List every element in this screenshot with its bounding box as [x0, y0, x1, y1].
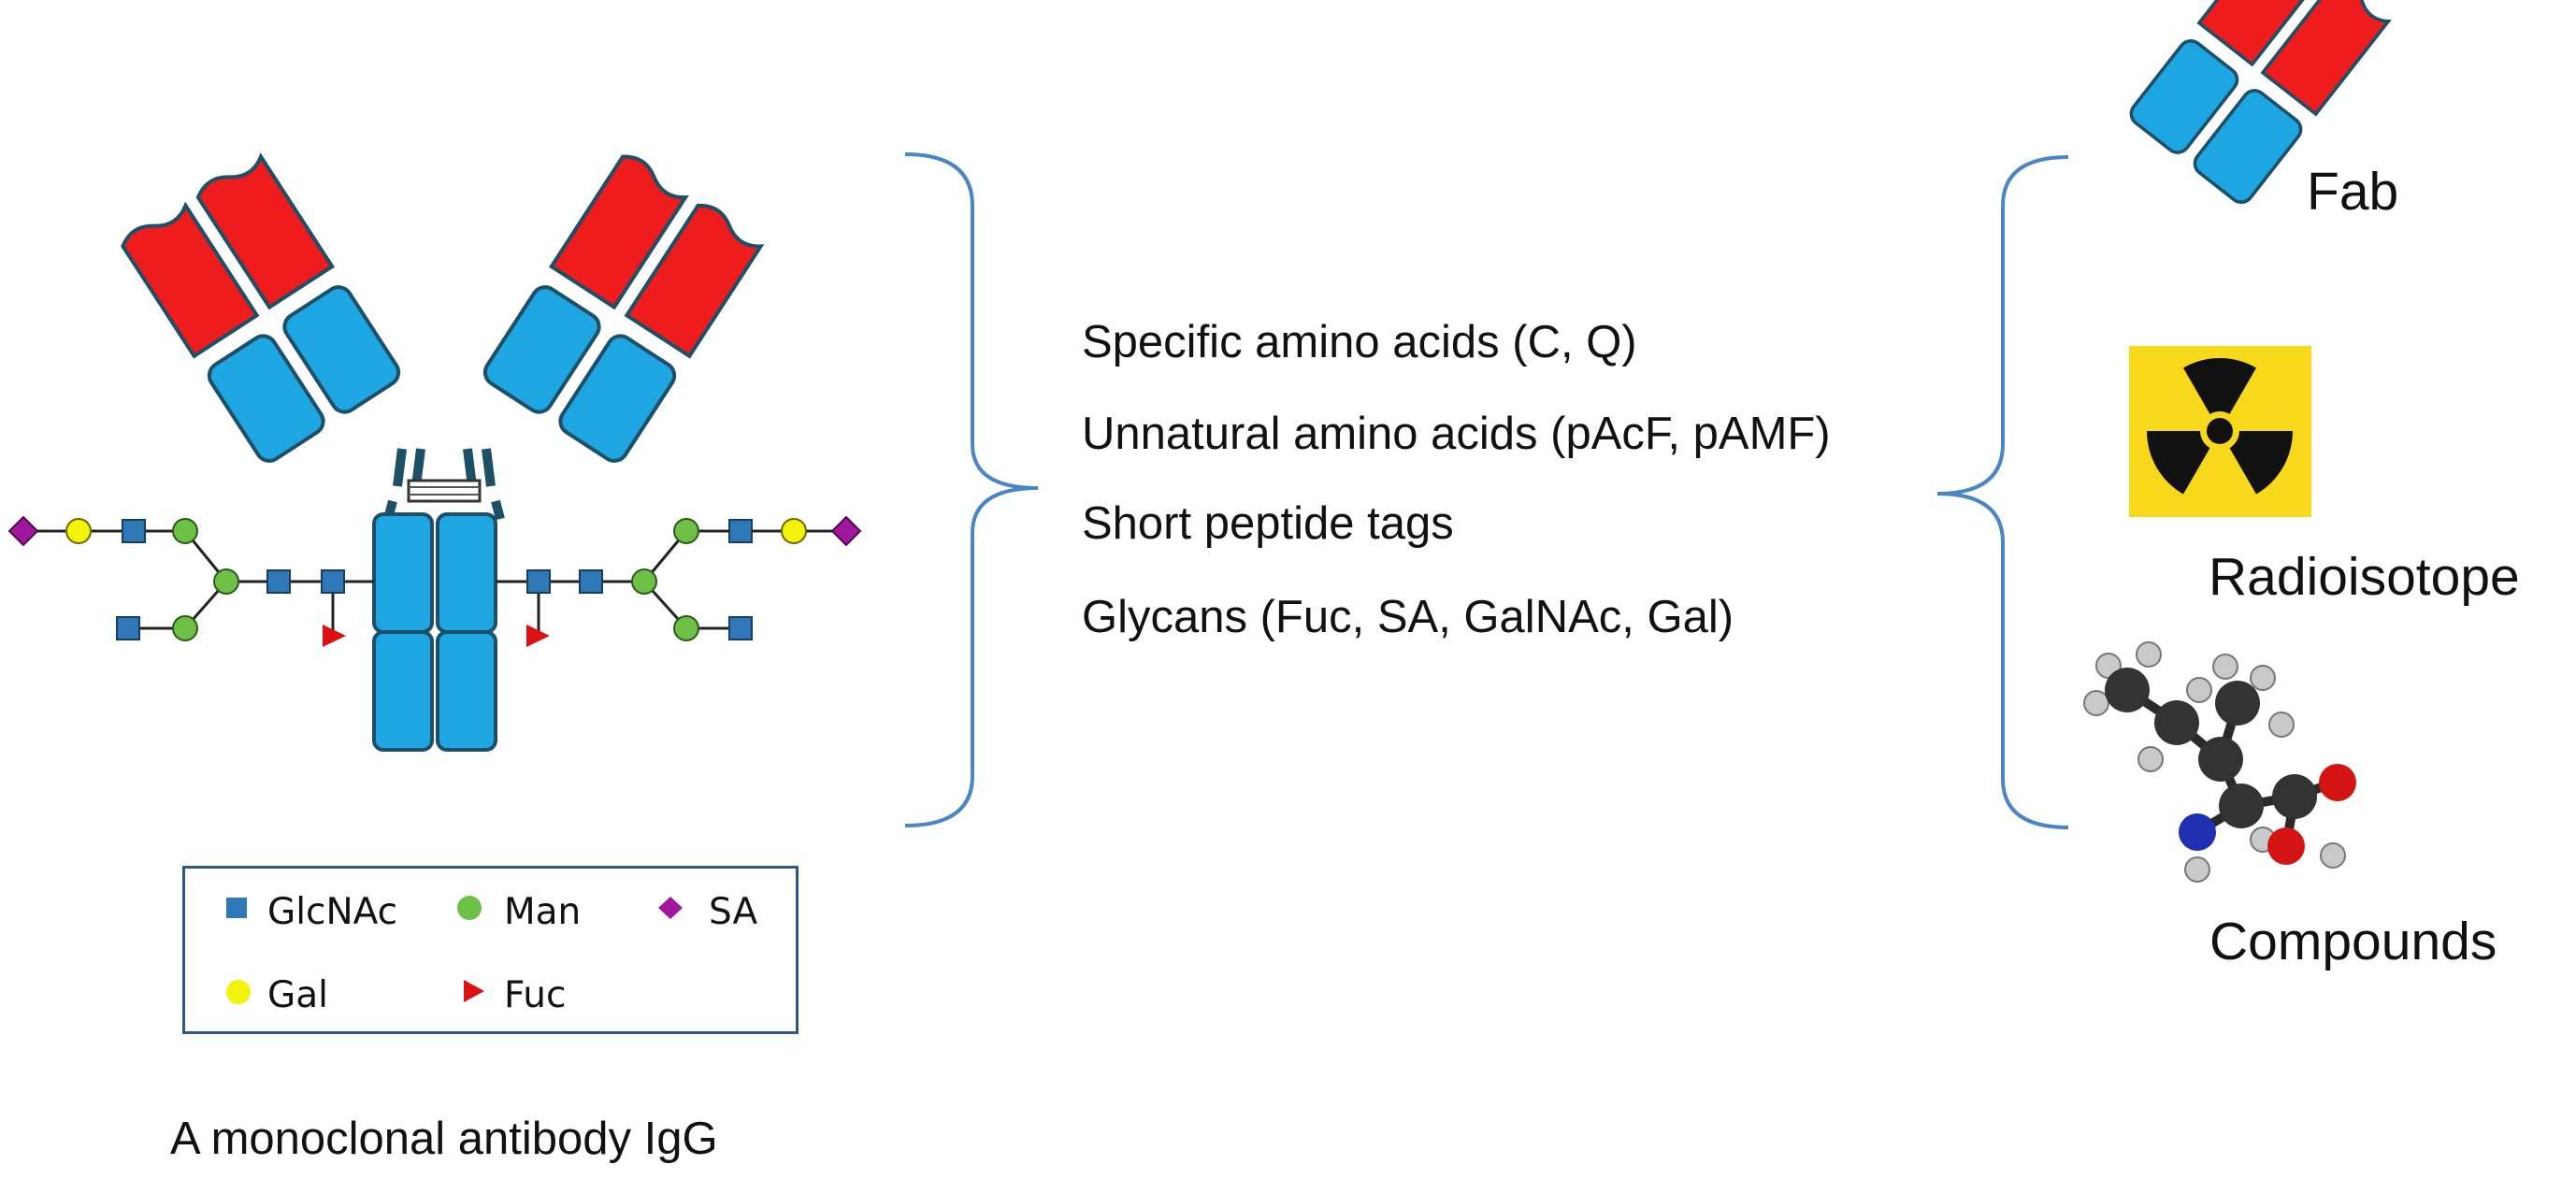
glcnac-icon	[122, 519, 146, 543]
fc-region	[372, 512, 497, 752]
galactose-icon	[65, 518, 92, 544]
payload-label-fab: Fab	[2307, 162, 2399, 222]
glcnac-icon	[579, 569, 603, 594]
fab-arm-left	[120, 151, 404, 467]
glcnac-icon	[728, 616, 753, 640]
antibody-caption: A monoclonal antibody IgG	[170, 1114, 718, 1164]
legend-gal-icon	[226, 980, 251, 1004]
legend-label-man: Man	[504, 891, 582, 933]
antibody-igg	[8, 151, 861, 752]
payload-label-compounds: Compounds	[2209, 912, 2497, 971]
fucose-icon	[323, 625, 346, 647]
mannose-icon	[673, 615, 699, 641]
site-item: Glycans (Fuc, SA, GalNAc, Gal)	[1082, 592, 1734, 642]
fab-arm-right	[481, 151, 765, 467]
fucose-icon	[526, 625, 550, 647]
legend-label-fuc: Fuc	[504, 974, 567, 1016]
sialic-acid-icon	[831, 516, 861, 546]
sialic-acid-icon	[8, 516, 38, 546]
right-brace	[1936, 155, 2069, 829]
mannose-icon	[213, 568, 239, 595]
molecule-icon	[2083, 641, 2356, 883]
galactose-icon	[781, 518, 807, 544]
glycan-left	[8, 516, 374, 647]
legend-man-icon	[457, 896, 482, 920]
glycan-legend: GlcNAc Man SA Gal Fuc	[182, 866, 799, 1034]
legend-glcnac-icon	[226, 898, 247, 918]
legend-label-gal: Gal	[267, 974, 328, 1016]
mannose-icon	[631, 568, 657, 595]
radiation-icon	[2129, 346, 2311, 517]
legend-symbols	[226, 896, 683, 1004]
left-brace	[904, 152, 1039, 827]
legend-label-sa: SA	[709, 891, 758, 933]
glcnac-icon	[116, 616, 140, 640]
glycan-right	[496, 516, 861, 647]
legend-sa-icon	[658, 897, 683, 919]
legend-label-glcnac: GlcNAc	[267, 891, 398, 933]
site-item: Specific amino acids (C, Q)	[1082, 317, 1637, 367]
payload-label-radioisotope: Radioisotope	[2209, 547, 2520, 607]
glcnac-icon	[321, 569, 345, 594]
hinge-region	[383, 448, 505, 521]
site-item: Unnatural amino acids (pAcF, pAMF)	[1082, 409, 1831, 459]
mannose-icon	[172, 518, 198, 544]
site-item: Short peptide tags	[1082, 498, 1454, 549]
glcnac-icon	[266, 569, 291, 594]
mannose-icon	[172, 615, 198, 641]
legend-fuc-icon	[464, 980, 484, 1002]
mannose-icon	[673, 518, 699, 544]
glcnac-icon	[526, 569, 551, 594]
glcnac-icon	[728, 519, 753, 543]
